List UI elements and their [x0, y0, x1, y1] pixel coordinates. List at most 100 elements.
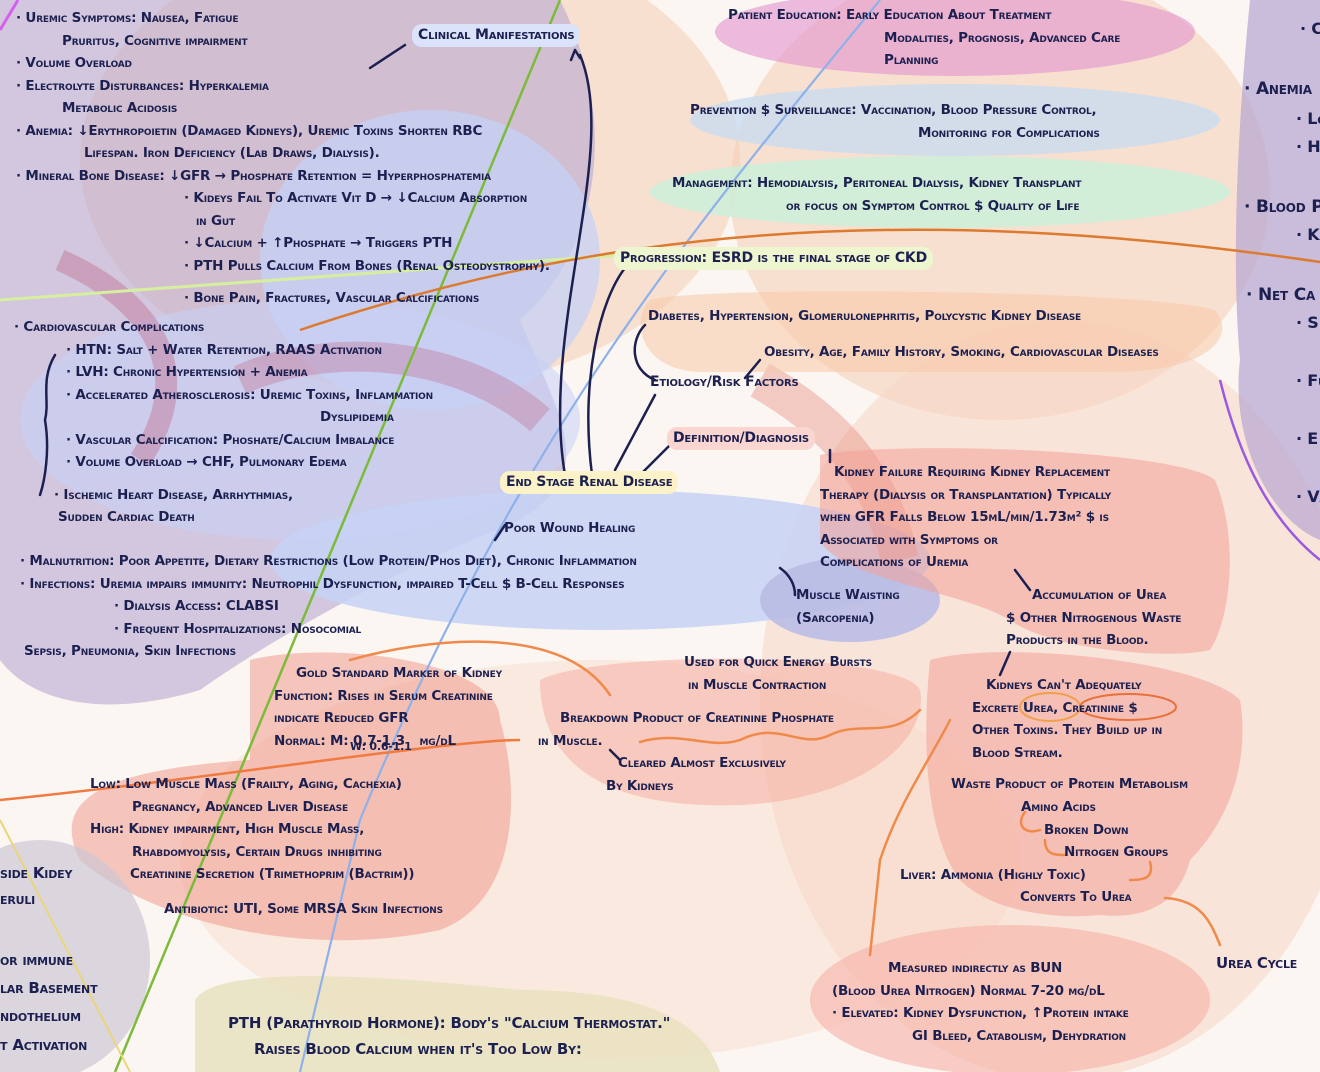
cardio-item: · Vascular Calcification: Phoshate/Calci…	[66, 431, 395, 448]
prevention-line: Prevention $ Surveillance: Vaccination, …	[690, 102, 1097, 118]
branch-progression[interactable]: Progression: ESRD is the final stage of …	[614, 247, 933, 270]
etiology-primary-causes: Diabetes, Hypertension, Glomerulonephrit…	[648, 308, 1081, 324]
normal-unit: mg/dL	[419, 732, 457, 749]
clinical-item: · Bone Pain, Fractures, Vascular Calcifi…	[184, 290, 480, 306]
right-edge-fragment: · Fu	[1296, 371, 1320, 390]
clinical-item: · Volume Overload	[16, 55, 132, 71]
definition-line: when GFR Falls Below 15mL/min/1.73m² $ i…	[820, 509, 1109, 525]
kidneys-line: Kidneys Can't Adequately	[986, 677, 1142, 693]
accumulation-line: Products in the Blood.	[1006, 632, 1149, 648]
right-edge-fragment: · Anemia	[1244, 79, 1312, 99]
muscle-wasting: Muscle Waisting (Sarcopenia)	[796, 584, 900, 629]
cleared-line: By Kidneys	[606, 777, 674, 794]
creatinine-cleared: Cleared Almost Exclusively By Kidneys	[606, 752, 786, 797]
branch-definition[interactable]: Definition/Diagnosis	[667, 427, 815, 450]
bun-line: · Elevated: Kidney Dysfunction, ↑Protein…	[832, 1005, 1129, 1021]
clinical-item: · ↓Calcium + ↑Phosphate → Triggers PTH	[184, 235, 453, 251]
breakdown-line: Breakdown Product of Creatinine Phosphat…	[560, 710, 834, 726]
branch-clinical-manifestations[interactable]: Clinical Manifestations	[412, 24, 581, 47]
kidneys-cant-excrete: Kidneys Can't Adequately Excrete Urea, C…	[972, 674, 1162, 764]
normal-women: W: 0.6-1.1	[350, 740, 412, 753]
branch-management[interactable]: Management: Hemodialysis, Peritoneal Dia…	[672, 172, 1082, 217]
creatinine-low-high: Low: Low Muscle Mass (Frailty, Aging, Ca…	[90, 773, 414, 886]
creatinine-used-for: Used for Quick Energy Bursts in Muscle C…	[684, 651, 872, 696]
cardio-item: Dyslipidemia	[320, 409, 394, 425]
low-high-line: Creatinine Secretion (Trimethoprim (Bact…	[130, 866, 415, 882]
used-for-line: Used for Quick Energy Bursts	[684, 654, 872, 670]
central-node[interactable]: End Stage Renal Disease	[500, 471, 679, 494]
right-edge-fragment: · C	[1300, 19, 1320, 38]
creatinine-antibiotic: Antibiotic: UTI, Some MRSA Skin Infectio…	[164, 901, 443, 917]
infection-item: · Infections: Uremia impairs immunity: N…	[20, 575, 625, 592]
left-edge-fragment: eruli	[0, 890, 36, 908]
cardio-heading: · Cardiovascular Complications	[14, 319, 205, 335]
low-high-line: Rhabdomyolysis, Certain Drugs inhibiting	[132, 843, 382, 860]
low-high-line: Low: Low Muscle Mass (Frailty, Aging, Ca…	[90, 776, 402, 792]
right-edge-fragment: · Lo	[1296, 109, 1320, 128]
left-edge-fragment: ndothelium	[0, 1007, 81, 1025]
low-high-line: High: Kidney impairment, High Muscle Mas…	[90, 821, 365, 837]
urea-nitrogen-groups: Nitrogen Groups	[1064, 844, 1169, 860]
right-edge-fragment: · E	[1296, 429, 1318, 448]
left-edge-fragment: side Kidey	[0, 864, 73, 882]
infection-item: · Frequent Hospitalizations: Nosocomial	[114, 620, 362, 637]
definition-line: Associated with Symptoms or	[820, 531, 998, 548]
definition-line: Therapy (Dialysis or Transplantation) Ty…	[820, 486, 1112, 503]
accumulation-line: $ Other Nitrogenous Waste	[1006, 609, 1182, 626]
definition-text: Kidney Failure Requiring Kidney Replacem…	[820, 461, 1111, 574]
urea-waste-product: Waste Product of Protein Metabolism	[951, 776, 1188, 792]
urea-liver-ammonia: Liver: Ammonia (Highly Toxic)	[900, 867, 1086, 883]
left-edge-fragment: lar Basement	[0, 979, 98, 997]
gold-line: Gold Standard Marker of Kidney	[296, 665, 502, 681]
education-line: Modalities, Prognosis, Advanced Care	[884, 29, 1121, 46]
right-edge-fragment: · S	[1296, 313, 1319, 332]
right-edge-fragment: · Blood P	[1244, 197, 1320, 217]
urea-amino-acids: Amino Acids	[1021, 799, 1096, 815]
education-line: Patient Education: Early Education About…	[728, 7, 1052, 23]
cardio-item: · Volume Overload → CHF, Pulmonary Edema	[66, 454, 347, 470]
urea-broken-down: Broken Down	[1044, 822, 1129, 838]
gold-line: indicate Reduced GFR	[274, 710, 409, 726]
pth-description: PTH (Parathyroid Hormone): Body's "Calci…	[228, 1010, 671, 1062]
education-line: Planning	[884, 52, 939, 68]
clinical-item: in Gut	[196, 212, 235, 229]
branch-patient-education[interactable]: Patient Education: Early Education About…	[728, 4, 1120, 72]
branch-etiology[interactable]: Etiology/Risk Factors	[650, 374, 799, 390]
cardio-item: · LVH: Chronic Hypertension + Anemia	[66, 364, 308, 380]
clinical-item: · Kideys Fail To Activate Vit D → ↓Calci…	[184, 190, 528, 206]
breakdown-line: in Muscle.	[538, 732, 603, 749]
bun-line: (Blood Urea Nitrogen) Normal 7-20 mg/dL	[832, 982, 1105, 999]
branch-prevention[interactable]: Prevention $ Surveillance: Vaccination, …	[690, 99, 1100, 144]
muscle-wasting-line: (Sarcopenia)	[796, 609, 875, 626]
infection-item: Sepsis, Pneumonia, Skin Infections	[24, 643, 236, 659]
left-edge-fragment: or immune	[0, 951, 73, 969]
urea-accumulation: Accumulation of Urea $ Other Nitrogenous…	[1006, 584, 1181, 652]
right-edge-fragment: · Net Ca	[1246, 285, 1316, 305]
bun-line: Measured indirectly as BUN	[888, 960, 1063, 976]
clinical-item: · Anemia: ↓Erythropoietin (Damaged Kidne…	[16, 122, 483, 139]
cardio-item: · Accelerated Atherosclerosis: Uremic To…	[66, 386, 433, 403]
bun-line: GI Bleed, Catabolism, Dehydration	[912, 1027, 1127, 1044]
cardio-outcome: Sudden Cardiac Death	[58, 509, 195, 525]
clinical-manifestations-list: · Uremic Symptoms: Nausea, Fatigue Pruri…	[16, 7, 550, 310]
creatinine-gold-standard: Gold Standard Marker of Kidney Function:…	[274, 662, 502, 752]
poor-wound-healing: Poor Wound Healing	[504, 520, 636, 536]
clinical-item: · Uremic Symptoms: Nausea, Fatigue	[16, 10, 239, 26]
urea-converts: Converts To Urea	[1020, 889, 1132, 905]
accumulation-line: Accumulation of Urea	[1032, 587, 1167, 603]
urea-cycle-link[interactable]: Urea Cycle	[1216, 954, 1298, 972]
management-line: or focus on Symptom Control $ Quality of…	[786, 197, 1080, 214]
clinical-item: · Mineral Bone Disease: ↓GFR → Phosphate…	[16, 167, 491, 184]
bun-measurement: Measured indirectly as BUN (Blood Urea N…	[832, 957, 1129, 1047]
left-edge-fragment: t Activation	[0, 1036, 88, 1054]
right-edge-fragment: · Va	[1296, 487, 1320, 506]
cardio-item: · HTN: Salt + Water Retention, RAAS Acti…	[66, 341, 382, 358]
definition-line: Complications of Uremia	[820, 554, 969, 570]
clinical-item: Lifespan. Iron Deficiency (Lab Draws, Di…	[84, 145, 380, 161]
kidneys-line: Blood Stream.	[972, 744, 1063, 761]
right-edge-fragment: · Ha	[1296, 137, 1320, 156]
cleared-line: Cleared Almost Exclusively	[618, 755, 786, 771]
pth-line: PTH (Parathyroid Hormone): Body's "Calci…	[228, 1014, 671, 1032]
normal-men: Normal: M: 0.7-1.3	[274, 732, 406, 749]
